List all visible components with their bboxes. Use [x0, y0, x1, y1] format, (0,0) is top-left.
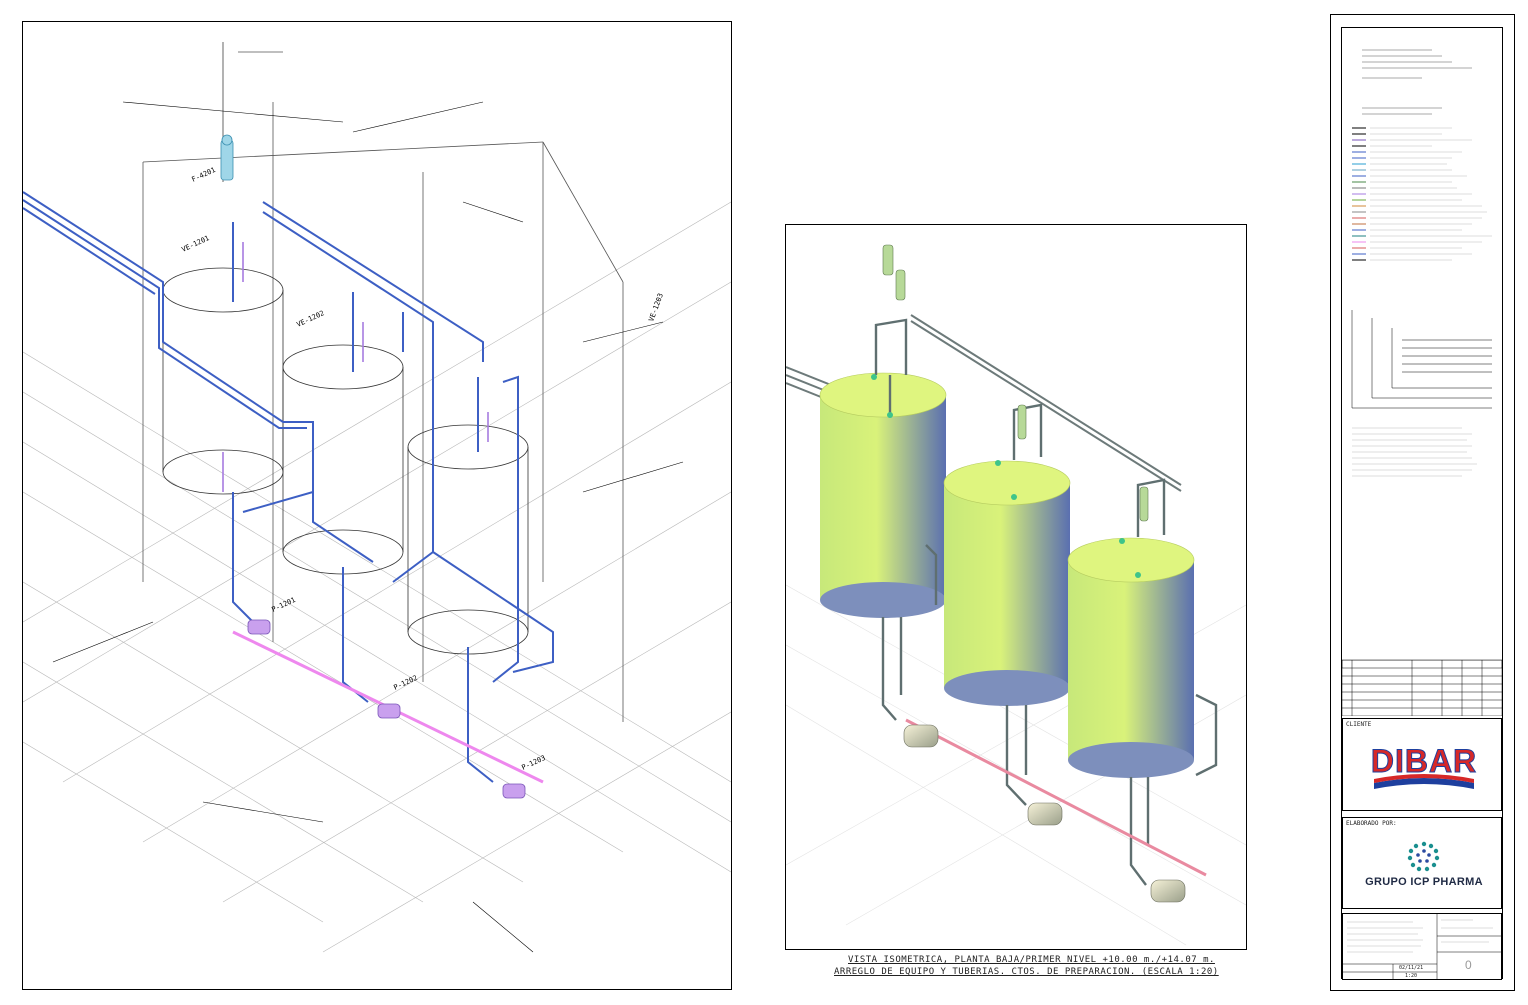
date-value: 02/11/21 — [1399, 965, 1424, 971]
render-caption-line2: ARREGLO DE EQUIPO Y TUBERIAS. CTOS. DE P… — [834, 967, 1219, 977]
legend-symbols — [1342, 49, 1502, 668]
isometric-drawing-panel: F-4201 VE-1201 VE-1202 VE-1203 P-1201 P-… — [22, 21, 732, 990]
revision-value: 0 — [1465, 958, 1472, 972]
client-block: CLIENTE DIBAR — [1342, 718, 1502, 811]
tag-pump-2: P-1202 — [392, 674, 418, 692]
isometric-3d-render — [786, 244, 1246, 946]
tag-vessel-2: VE-1202 — [295, 309, 325, 329]
client-logo: DIBAR — [1370, 743, 1478, 791]
tag-pump-1: P-1201 — [270, 596, 296, 614]
revision-table — [1342, 660, 1502, 716]
vessel-2 — [943, 460, 1071, 706]
drawing-info-block: 02/11/21 1:20 0 — [1342, 913, 1502, 980]
isometric-piping-drawing: F-4201 VE-1201 VE-1202 VE-1203 P-1201 P-… — [23, 42, 731, 953]
info-grid — [1343, 914, 1501, 979]
company-name: GRUPO ICP PHARMA — [1365, 876, 1483, 888]
tag-vessel-3: VE-1203 — [647, 292, 665, 322]
scale-value: 1:20 — [1405, 973, 1418, 979]
render-caption-line1: VISTA ISOMETRICA, PLANTA BAJA/PRIMER NIV… — [848, 955, 1215, 965]
vessel-1 — [819, 372, 947, 618]
tag-filter: F-4201 — [190, 166, 216, 184]
render-panel — [785, 224, 1247, 950]
prepared-block: ELABORADO POR: GRUPO ICP PHARMA — [1342, 817, 1502, 909]
icp-logo-mark — [1407, 841, 1440, 872]
client-logo-text: DIBAR — [1370, 743, 1478, 780]
title-block-outer: CLIENTE DIBAR ELABORADO POR: — [1330, 14, 1515, 991]
tag-pump-3: P-1203 — [520, 754, 546, 772]
title-block-inner: CLIENTE DIBAR ELABORADO POR: — [1341, 27, 1503, 980]
tag-vessel-1: VE-1201 — [180, 234, 210, 254]
client-label: CLIENTE — [1346, 721, 1372, 728]
dibar-logo — [1374, 774, 1474, 789]
prepared-label: ELABORADO POR: — [1346, 820, 1397, 827]
vessel-3 — [1067, 537, 1195, 778]
icp-logo: GRUPO ICP PHARMA — [1361, 840, 1487, 896]
